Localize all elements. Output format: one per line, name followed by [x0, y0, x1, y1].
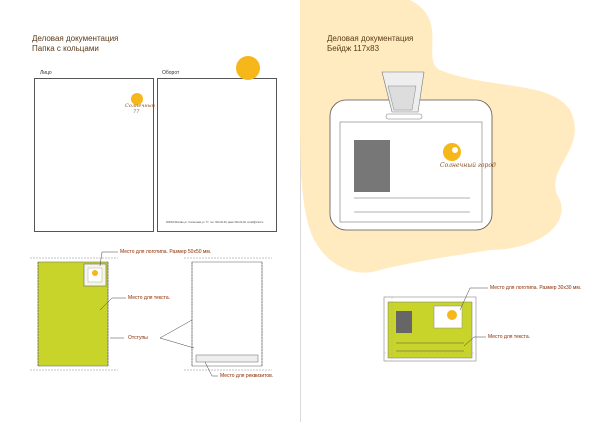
annotation-badge-logo-place: Место для логотипа. Размер 30х30 мм.: [490, 285, 582, 291]
back-sheet: 000000 Москва ул. Солнечная ул. 77, тел:…: [157, 78, 277, 232]
folder-layout-diagram: [30, 251, 272, 377]
sun-decoration-icon: [236, 56, 260, 80]
sun-logo-icon: Солнечный город 77: [125, 93, 171, 117]
annotation-logo-place: Место для логотипа. Размер 50х50 мм.: [120, 249, 212, 255]
title-line-1: Деловая документация: [32, 34, 119, 43]
right-page-title: Деловая документация Бейдж 117х83: [327, 34, 413, 54]
back-fine-print: 000000 Москва ул. Солнечная ул. 77, тел:…: [166, 221, 264, 224]
right-page: Деловая документация Бейдж 117х83 Солнеч…: [236, 0, 600, 422]
left-page-title: Деловая документация Папка с кольцами: [32, 34, 118, 54]
small-badge-layout-diagram: [383, 287, 488, 362]
annotation-details-place: Место для реквизитов.: [220, 373, 274, 379]
back-label: Оборот: [162, 70, 180, 76]
annotation-badge-text-place: Место для текста.: [488, 334, 530, 340]
front-label: Лицо: [40, 70, 52, 76]
annotation-text-place: Место для текста.: [128, 295, 170, 301]
left-page: Деловая документация Папка с кольцами Ли…: [30, 0, 301, 422]
title-line-2: Папка с кольцами: [32, 44, 99, 53]
title-line-2: Бейдж 117х83: [327, 44, 380, 53]
front-sheet: Солнечный город 77: [34, 78, 171, 232]
badge-logo-text: Солнечный город: [440, 162, 496, 169]
annotation-margins: Отступы: [128, 335, 148, 341]
title-line-1: Деловая документация: [327, 34, 414, 43]
badge-diagram: [329, 71, 493, 231]
